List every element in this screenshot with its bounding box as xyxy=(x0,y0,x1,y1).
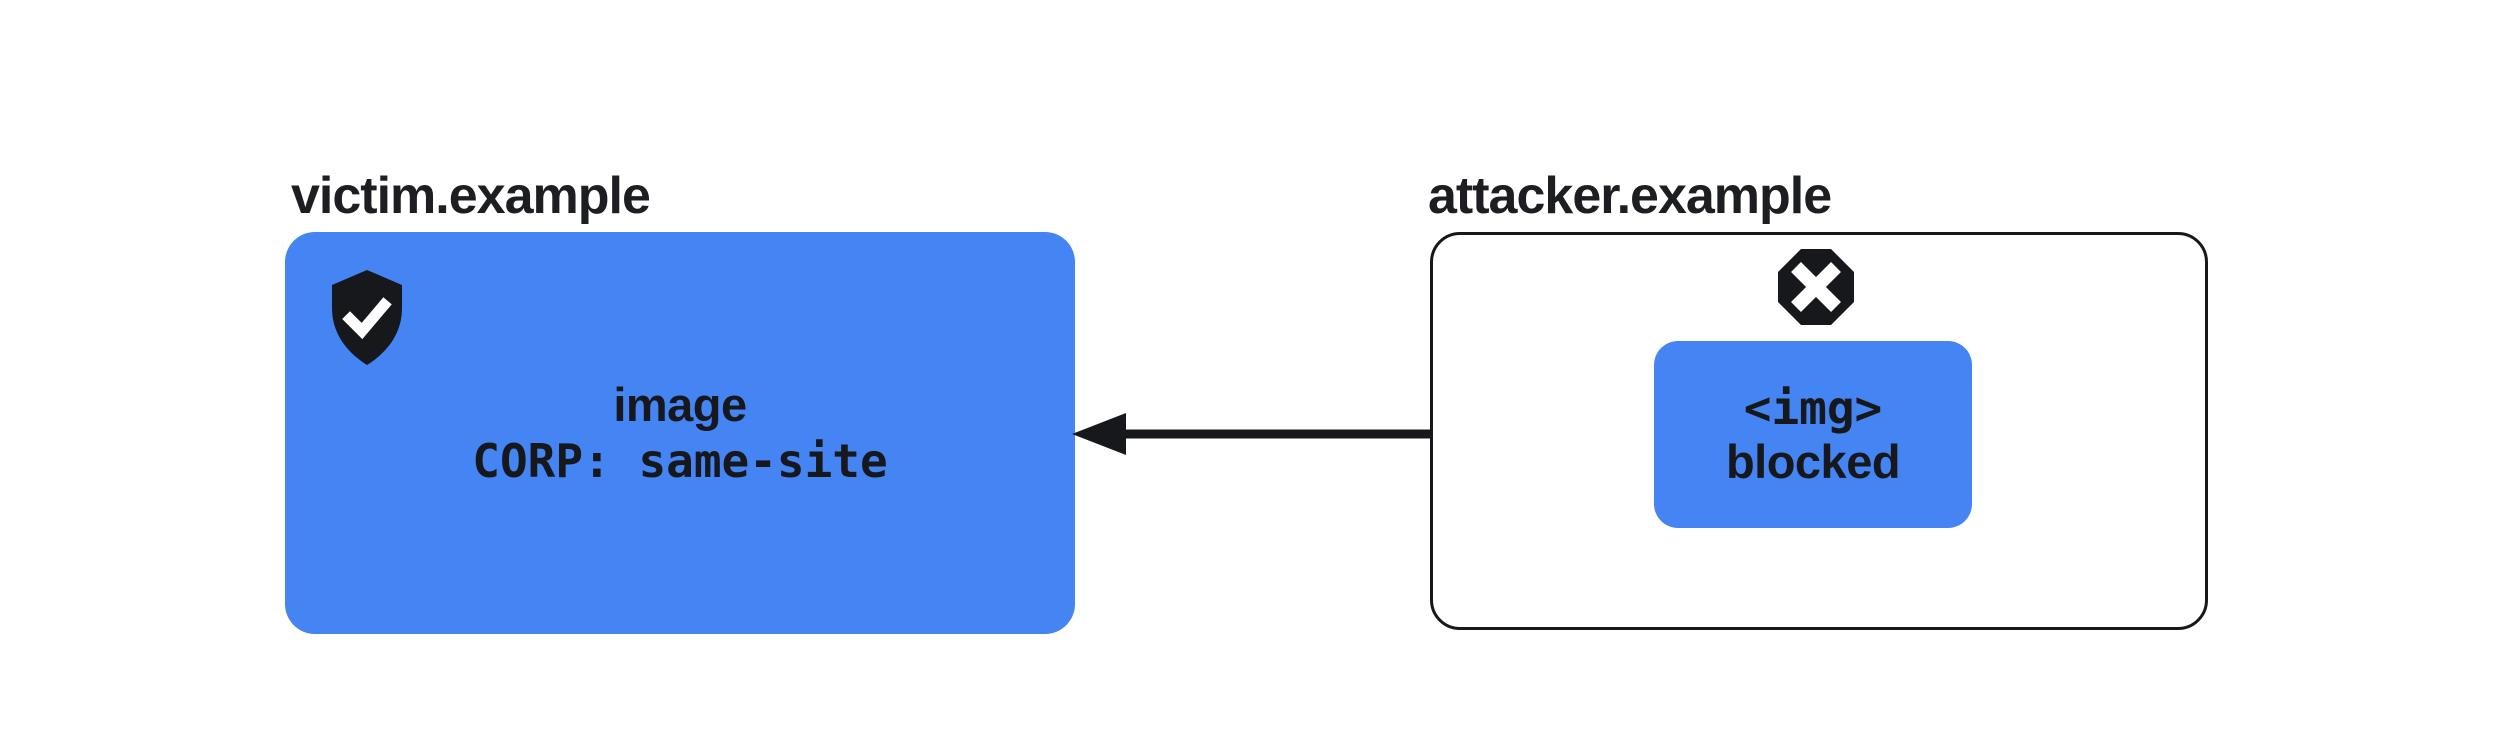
octagon-x-icon xyxy=(1777,248,1855,326)
victim-domain-label: victim.example xyxy=(291,167,651,225)
victim-corp-header-label: CORP: same-site xyxy=(472,434,888,488)
victim-card-text: image CORP: same-site xyxy=(472,377,887,489)
victim-resource-label: image xyxy=(613,378,747,431)
blocked-status-label: blocked xyxy=(1725,434,1901,488)
victim-site-card: image CORP: same-site xyxy=(285,232,1075,634)
img-tag-label: <img> xyxy=(1743,380,1883,435)
attacker-domain-label: attacker.example xyxy=(1428,167,1832,225)
shield-check-icon xyxy=(330,270,404,365)
img-request-card: <img> blocked xyxy=(1654,341,1972,528)
attacker-site-card: <img> blocked xyxy=(1430,232,2208,630)
img-request-text: <img> blocked xyxy=(1725,380,1901,489)
